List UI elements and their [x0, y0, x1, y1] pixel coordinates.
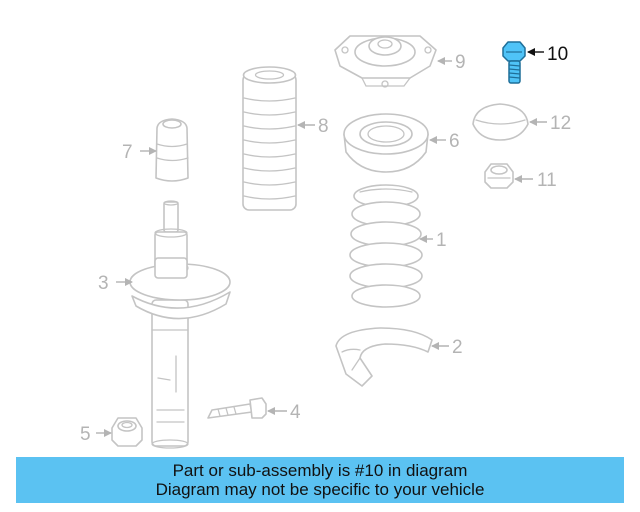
- part-11-nut[interactable]: [484, 163, 514, 189]
- part-3-strut-assembly[interactable]: [129, 200, 231, 449]
- part-info-banner: Part or sub-assembly is #10 in diagram D…: [16, 457, 624, 503]
- callout-1: 1: [436, 230, 447, 251]
- part-4-bolt[interactable]: [207, 397, 267, 419]
- part-6-spring-seat[interactable]: [343, 113, 429, 173]
- callout-7: 7: [122, 142, 133, 163]
- callout-8: 8: [318, 116, 329, 137]
- callout-2: 2: [452, 337, 463, 358]
- banner-line-disclaimer: Diagram may not be specific to your vehi…: [155, 480, 485, 499]
- callout-4: 4: [290, 402, 301, 423]
- part-9-strut-mount[interactable]: [334, 35, 437, 88]
- callout-labels: 1 2 3 4 5 6 7 8 9 10 11 12: [80, 44, 571, 445]
- part-10-bolt[interactable]: [502, 41, 526, 84]
- part-2-spring-insulator[interactable]: [335, 327, 433, 387]
- leader-lines: [96, 48, 547, 437]
- callout-10: 10: [547, 44, 568, 65]
- banner-line-part-number: Part or sub-assembly is #10 in diagram: [172, 461, 468, 480]
- callout-6: 6: [449, 131, 460, 152]
- part-7-bump-stop[interactable]: [155, 118, 189, 182]
- callout-5: 5: [80, 424, 91, 445]
- part-1-coil-spring[interactable]: [349, 184, 423, 308]
- callout-3: 3: [98, 273, 109, 294]
- part-12-dust-cap[interactable]: [472, 103, 529, 141]
- callout-11: 11: [537, 170, 557, 191]
- part-5-nut[interactable]: [111, 417, 143, 447]
- callout-9: 9: [455, 52, 466, 73]
- part-8-dust-boot[interactable]: [242, 66, 297, 211]
- callout-12: 12: [550, 113, 571, 134]
